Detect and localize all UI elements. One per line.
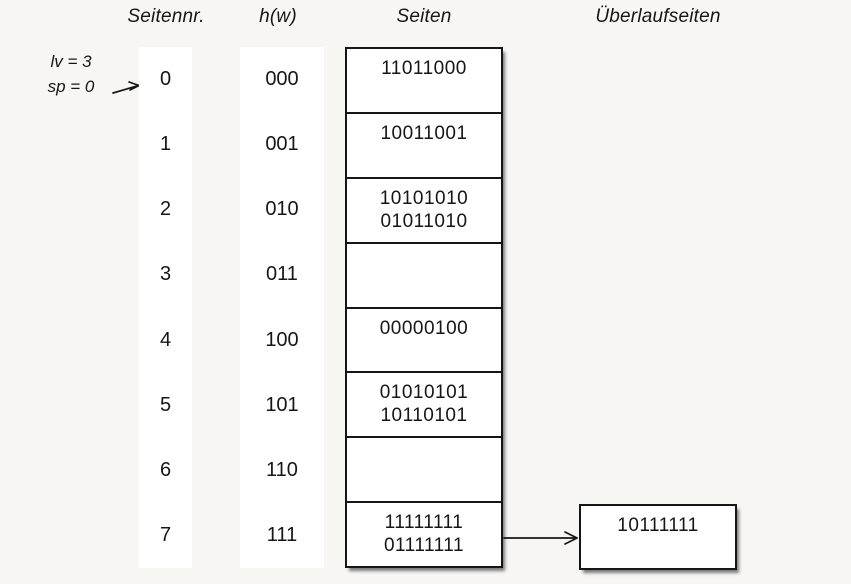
hash-value-cell: 100 <box>265 328 299 351</box>
overflow-entry: 10111111 <box>617 515 699 536</box>
split-pointer-value: sp = 0 <box>47 77 95 96</box>
bucket-cell-5: 01010101 10110101 <box>347 373 501 439</box>
bucket-cell-3 <box>347 244 501 309</box>
bucket-cell-1: 10011001 <box>347 114 501 179</box>
bucket-cell-7: 11111111 01111111 <box>347 503 501 566</box>
bucket-entry: 00000100 <box>379 317 469 339</box>
hash-value-cell: 001 <box>265 133 299 156</box>
level-value: lv = 3 <box>50 52 92 71</box>
page-number-cell: 5 <box>159 393 172 416</box>
header-pages: Seiten <box>396 6 452 27</box>
bucket-cell-0: 11011000 <box>347 49 501 114</box>
overflow-link-arrow-icon <box>503 531 578 545</box>
page-number-cell: 3 <box>159 263 172 286</box>
bucket-entry: 01011010 <box>380 210 468 232</box>
bucket-entry: 01111111 <box>383 535 465 557</box>
header-overflow-pages: Überlaufseiten <box>595 6 721 27</box>
bucket-entry: 10101010 <box>379 187 469 209</box>
hash-value-cell: 111 <box>266 523 298 546</box>
header-hash-function: h(w) <box>259 6 297 27</box>
page-number-cell: 7 <box>159 523 172 546</box>
hash-value-cell: 011 <box>266 263 298 286</box>
bucket-entry: 11011000 <box>381 58 467 79</box>
bucket-entry: 01010101 <box>379 382 469 404</box>
overflow-page-box: 10111111 <box>579 504 737 570</box>
page-number-cell: 0 <box>159 68 172 91</box>
hash-value-cell: 101 <box>265 393 299 416</box>
hash-value-cell: 110 <box>266 458 298 481</box>
bucket-cell-2: 10101010 01011010 <box>347 179 501 244</box>
hash-value-cell: 010 <box>265 198 299 221</box>
bucket-entry: 10110101 <box>380 405 468 427</box>
bucket-cell-4: 00000100 <box>347 309 501 374</box>
bucket-entry: 10011001 <box>380 122 468 144</box>
page-number-cell: 2 <box>159 198 172 221</box>
page-number-cell: 4 <box>159 328 172 351</box>
bucket-entry: 11111111 <box>384 512 464 534</box>
bucket-cell-6 <box>347 438 501 504</box>
page-number-cell: 1 <box>159 133 172 156</box>
hash-value-cell: 000 <box>265 68 299 91</box>
page-number-cell: 6 <box>159 458 172 481</box>
hash-value-column: 000 001 010 011 100 101 110 111 <box>240 47 324 568</box>
hash-state-annotation: lv = 3 sp = 0 <box>28 49 114 99</box>
page-number-column: 0 1 2 3 4 5 6 7 <box>139 47 192 568</box>
pages-box: 11011000 10011001 10101010 01011010 0000… <box>345 47 503 568</box>
header-page-number: Seitennr. <box>127 6 205 27</box>
split-pointer-arrow-icon <box>112 81 140 94</box>
